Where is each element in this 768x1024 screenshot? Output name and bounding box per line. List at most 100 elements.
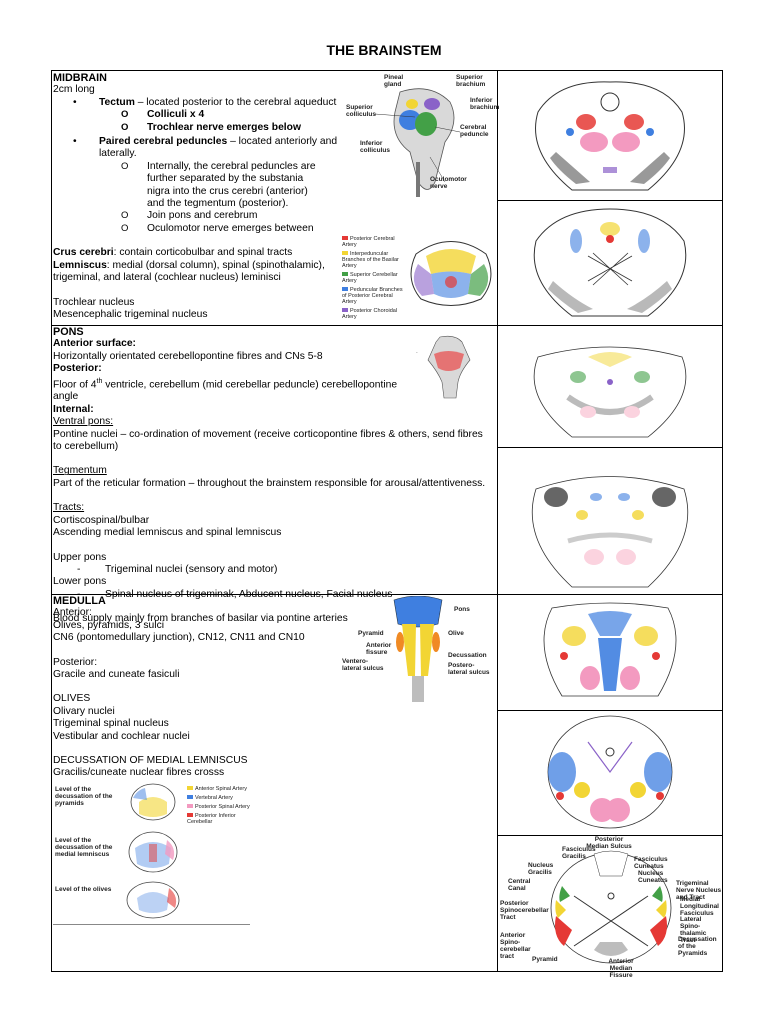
label-level-lemniscus: Level of the decussation of the medial l… [55,837,113,858]
label-superior-colliculus: Superior colliculus [346,104,376,118]
pons-posterior-heading: Posterior: [53,363,102,375]
legend-vertebral: Vertebral Artery [195,795,233,801]
page-title: THE BRAINSTEM [326,42,442,58]
divider-pons-medulla [51,594,498,595]
divider-right-5 [497,710,723,711]
divider-right-6 [497,835,723,836]
label-pons: Pons [454,606,470,613]
label-inferior-brachium: Inferior brachium [470,97,500,111]
label-posterior-spinocerebellar: Posterior Spinocerebellar Tract [500,900,549,921]
upper-pons-heading: Upper pons [53,551,107,563]
midbrain-section-lower [498,201,722,324]
figure-column-frame [497,70,723,972]
label-mlf: Medial Longitudinal Fasciculus [680,896,719,917]
legend-anterior-spinal: Anterior Spinal Artery [195,786,247,792]
pons-tract-2: Ascending medial lemniscus and spinal le… [53,527,282,539]
label-lateral-spinothalamic: Lateral Spino-thalamic Tract [680,916,707,944]
label-anterior-fissure: Anterior fissure [366,642,392,656]
medulla-section-middle [498,712,722,834]
label-superior-brachium: Superior brachium [456,74,486,88]
label-fasciculus-gracilis: Fasciculus Gracilis [562,846,596,860]
pons-section-lower [498,449,722,593]
label-decussation: Decussation [448,652,487,659]
medulla-surface-figure: Pons Pyramid Olive Anterior fissure Decu… [340,596,498,706]
lemniscus: Lemniscus: medial (dorsal column), spina… [53,259,325,284]
lower-pons-item: -Spinal nucleus of trigeminak, Abducent … [77,588,393,600]
underline [53,924,250,925]
medulla-anterior-heading: Anterior: [53,607,92,619]
midbrain-lateral-figure: Pineal gland Superior brachium Superior … [340,72,500,204]
olives-heading: OLIVES [53,693,91,705]
legend-posterior-spinal: Posterior Spinal Artery [195,804,250,810]
crus-cerebri: Crus cerebri: contain corticobulbar and … [53,247,293,259]
medulla-lower-illustration [550,850,672,964]
label-level-pyramids: Level of the decussation of the pyramids [55,786,113,807]
midbrain-heading: MIDBRAIN [53,72,107,84]
legend-sca: Superior Cerebellar Artery [342,272,398,284]
trochlear-nucleus: Trochlear nucleus [53,296,135,308]
mesencephalic-nucleus: Mesencephalic trigeminal nucleus [53,308,208,320]
label-ventero-lateral: Ventero-lateral sulcus [342,658,384,672]
pons-posterior-illustration [427,335,471,399]
label-inferior-colliculus: Inferior colliculus [360,140,390,154]
decussation-heading: DECUSSATION OF MEDIAL LEMNISCUS [53,755,248,767]
decussation-line: Gracilis/cuneate nuclear fibres crosss [53,767,225,779]
label-cerebral-peduncle: Cerebral peduncle [460,124,489,138]
label-level-olives: Level of the olives [55,886,112,893]
upper-pons-item: -Trigeminal nuclei (sensory and motor) [77,563,278,575]
midbrain-arteries-section [410,241,492,306]
pons-lower-illustration [531,476,689,588]
olives-line-3: Vestibular and cochlear nuclei [53,730,190,742]
pons-tegmentum-text: Part of the reticular formation – throug… [53,477,486,489]
label-nucleus-cuneatus: Nucleus Cuneatus [638,870,668,884]
legend-pica: Posterior Inferior Cerebellar [187,813,236,825]
midbrain-arteries-figure: Posterior Cerebral Artery Interpeduncula… [340,232,498,320]
label-nucleus-gracilis: Nucleus Gracilis [528,862,554,876]
midbrain-lower-illustration [533,208,687,317]
pons-section-upper [498,327,722,446]
pons-upper-illustration [533,346,687,438]
label-oculomotor-nerve: Oculomotor nerve [430,176,467,190]
divider-right-4 [497,594,723,595]
pons-section: PONS Anterior surface: Horizontally orie… [53,326,493,626]
tectum-item: •Tectum – located posterior to the cereb… [73,96,337,108]
pons-ventral-text: Pontine nuclei – co-ordination of moveme… [53,428,483,453]
pons-ventral-heading: Ventral pons: [53,416,114,428]
medulla-anterior-1: Olives, pyramids, 3 sulci [53,619,165,631]
label-trigeminal-nucleus: Trigeminal Nerve Nucleus and Tract [676,880,722,901]
label-central-canal: Central Canal [508,878,531,892]
pons-posterior-figure: · [400,332,496,402]
label-anterior-median-fissure: Anterior Median Fissure [608,958,634,979]
divider-right-3 [497,447,723,448]
medulla-upper-illustration [543,602,677,697]
label-posterior-median-sulcus: Posterior Median Sulcus [586,836,632,850]
lower-pons-heading: Lower pons [53,576,107,588]
pons-anterior-heading: Anterior surface: [53,338,136,350]
midbrain-section: MIDBRAIN 2cm long •Tectum – located post… [53,72,343,321]
medulla-levels-figure: Level of the decussation of the pyramids… [53,782,253,922]
legend-peduncular: Peduncular Branches of Posterior Cerebra… [342,287,403,305]
peduncle-item: •Paired cerebral peduncles – located ant… [73,136,338,160]
midbrain-lateral-illustration [374,88,461,197]
midbrain-length: 2cm long [53,84,95,96]
divider-right-1 [497,200,723,201]
medulla-posterior-line: Gracile and cuneate fasiculi [53,669,180,681]
medulla-heading: MEDULLA [53,595,106,607]
pons-tract-1: Cortiscospinal/bulbar [53,514,150,526]
text-column-frame [51,70,498,972]
olives-line-2: Trigeminal spinal nucleus [53,718,169,730]
pons-heading: PONS [53,326,84,338]
label-postero-lateral: Postero-lateral sulcus [448,662,490,676]
medulla-posterior-heading: Posterior: [53,656,98,668]
medulla-section-lower: Posterior Median Sulcus Fasciculus Graci… [498,836,722,979]
olives-line-1: Olivary nuclei [53,705,115,717]
pons-tegmentum-heading: Tegmentum [53,465,107,477]
legend-pca: Posterior Cerebral Artery [342,236,395,248]
midbrain-upper-illustration [535,81,685,191]
medulla-middle-illustration [547,715,673,829]
label-pineal-gland: Pineal gland [384,74,404,88]
